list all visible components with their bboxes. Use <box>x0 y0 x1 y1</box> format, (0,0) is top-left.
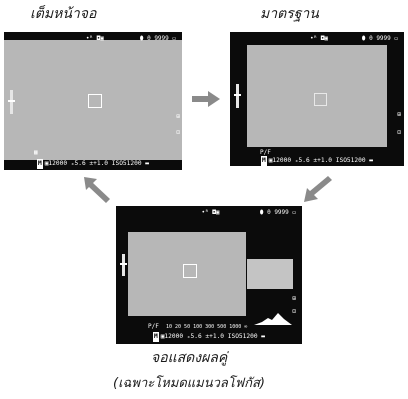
exposure-values: ▣12000 ₓ5.6 ±+1.0 ISO51200 ▬ <box>160 333 266 340</box>
arrow-down-left-icon <box>304 176 332 202</box>
exposure-scale <box>120 254 127 276</box>
focus-frame <box>314 93 327 106</box>
focus-distance-scale: 10 20 50 100 300 500 1000 ∞ <box>166 324 248 330</box>
caption-full-screen: เต็มหน้าจอ <box>30 6 97 22</box>
af-icon: ⊞ <box>292 295 296 302</box>
top-status-icons: •ᴿ ◘▣ <box>201 209 220 216</box>
af-mode-icon: ⊡ <box>292 308 296 315</box>
bottom-info-bar: M▣12000 ₓ5.6 ±+1.0 ISO51200 ▬ <box>4 159 182 169</box>
arrow-up-left-icon <box>84 177 110 203</box>
histogram-icon: ▦ <box>34 149 38 156</box>
arrow-right-icon <box>192 91 220 107</box>
liveview-area <box>4 40 182 160</box>
top-info-bar: •ᴿ ◘▣ ⬮ 0 9999 ▭ <box>4 34 182 44</box>
af-icon: ⊞ <box>397 111 401 118</box>
shots-remaining: ⬮ 0 9999 ▭ <box>259 209 296 216</box>
exposure-scale <box>234 84 241 108</box>
pf-icon: P/F <box>260 149 271 156</box>
shots-remaining: ⬮ 0 9999 ▭ <box>139 35 176 42</box>
top-status-icons: •ᴿ ◘▣ <box>85 35 104 42</box>
exposure-mode: M <box>152 332 159 342</box>
exposure-values: ▣12000 ₓ5.6 ±+1.0 ISO51200 ▬ <box>44 160 150 167</box>
focus-frame <box>183 264 197 278</box>
exposure-values: ▣12000 ₓ5.6 ±+1.0 ISO51200 ▬ <box>268 157 374 164</box>
liveview-zoom <box>247 259 293 289</box>
bottom-info-bar: M▣12000 ₓ5.6 ±+1.0 ISO51200 ▬ <box>116 332 302 342</box>
af-mode-icon: ⊡ <box>176 129 180 136</box>
screen-dual: •ᴿ ◘▣ ⬮ 0 9999 ▭ ⊞ ⊡ P/F 10 20 50 100 30… <box>116 206 302 344</box>
caption-manual-focus-only: (เฉพาะโหมดแมนวลโฟกัส) <box>113 376 265 391</box>
caption-dual-display: จอแสดงผลคู่ <box>151 350 228 366</box>
exposure-scale <box>8 90 15 114</box>
screen-standard: •ᴿ ◘▣ ⬮ 0 9999 ▭ ⊞ ⊡ P/F M▣12000 ₓ5.6 ±+… <box>230 32 404 166</box>
caption-standard: มาตรฐาน <box>260 6 319 22</box>
focus-frame <box>88 94 102 108</box>
exposure-mode: M <box>260 156 267 166</box>
af-mode-icon: ⊡ <box>397 129 401 136</box>
top-info-bar: •ᴿ ◘▣ ⬮ 0 9999 ▭ <box>116 208 302 218</box>
af-icon: ⊞ <box>176 113 180 120</box>
bottom-info-bar: M▣12000 ₓ5.6 ±+1.0 ISO51200 ▬ <box>230 156 404 166</box>
pf-icon: P/F <box>148 323 159 330</box>
top-info-bar: •ᴿ ◘▣ ⬮ 0 9999 ▭ <box>230 34 404 44</box>
liveview-main <box>128 232 246 316</box>
histogram-graph <box>254 313 292 325</box>
shots-remaining: ⬮ 0 9999 ▭ <box>361 35 398 42</box>
exposure-mode: M <box>36 159 43 169</box>
screen-full: •ᴿ ◘▣ ⬮ 0 9999 ▭ ⊞ ⊡ ▦ M▣12000 ₓ5.6 ±+1.… <box>4 32 182 170</box>
top-status-icons: •ᴿ ◘▣ <box>310 35 329 42</box>
liveview-area <box>247 45 387 147</box>
